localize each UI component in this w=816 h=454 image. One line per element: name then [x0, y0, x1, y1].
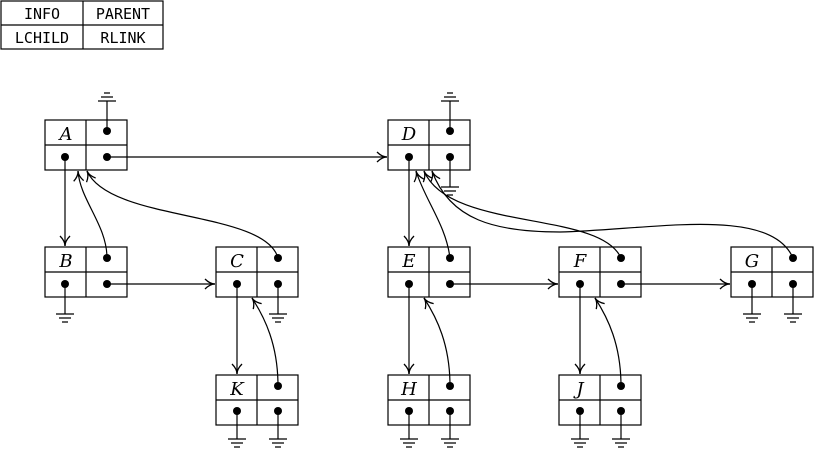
- legend-info: INFO: [24, 5, 60, 23]
- node-d: [387, 119, 471, 171]
- arrow-k-to-c: [251, 297, 279, 387]
- node-j: [558, 374, 642, 426]
- arrow-j-to-f: [594, 297, 622, 387]
- null-pointers: [56, 92, 802, 448]
- node-b-label: B: [58, 251, 72, 272]
- node-k-label: K: [229, 379, 245, 400]
- node-c: [215, 246, 299, 298]
- node-g-label: G: [745, 251, 759, 272]
- arrow-c-to-a: [85, 170, 279, 259]
- node-b: [44, 246, 128, 298]
- node-h-label: H: [400, 379, 417, 400]
- arrow-g-to-d: [430, 170, 794, 259]
- legend-parent: PARENT: [96, 5, 150, 23]
- node-d-label: D: [401, 124, 417, 145]
- node-a-label: A: [58, 124, 73, 145]
- node-c-label: C: [230, 251, 244, 272]
- node-e: [387, 246, 471, 298]
- node-k: [215, 374, 299, 426]
- arrow-e-to-d: [413, 170, 451, 259]
- node-f-label: F: [573, 251, 588, 272]
- arrow-f-to-d: [422, 170, 622, 259]
- node-a: [44, 119, 128, 171]
- legend-rlink: RLINK: [100, 29, 145, 47]
- node-g: [730, 246, 814, 298]
- node-j-label: J: [572, 379, 585, 400]
- node-e-label: E: [401, 251, 415, 272]
- arrow-b-to-a: [73, 170, 108, 259]
- legend-lchild: LCHILD: [15, 29, 69, 47]
- field-legend: [0, 0, 164, 50]
- arrow-h-to-e: [423, 297, 451, 387]
- node-f: [558, 246, 642, 298]
- pointer-arrows: [59, 151, 794, 387]
- node-h: [387, 374, 471, 426]
